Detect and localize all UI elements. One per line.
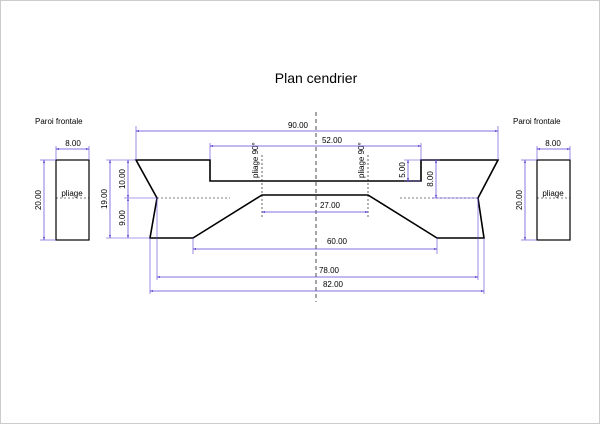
left-panel-rect <box>55 159 90 241</box>
dim-52: 52.00 <box>322 136 343 145</box>
dim-60: 60.00 <box>327 237 348 246</box>
right-front-wall: Paroi frontale pliage 8.00 20.00 <box>513 117 571 241</box>
dim-82: 82.00 <box>323 280 344 289</box>
right-panel-label: Paroi frontale <box>513 117 561 126</box>
drawing-title: Plan cendrier <box>275 70 358 86</box>
fold-label-right: pliage 90° <box>357 142 366 178</box>
left-panel-height-dim: 20.00 <box>34 189 43 210</box>
dim-5: 5.00 <box>398 162 407 178</box>
dim-90: 90.00 <box>288 121 309 130</box>
left-panel-fold-label: pliage <box>61 189 83 198</box>
dim-19: 19.00 <box>100 188 109 209</box>
left-front-wall: Paroi frontale pliage 8.00 20.00 <box>34 117 90 241</box>
right-panel-width-dim: 8.00 <box>545 139 561 148</box>
dim-8: 8.00 <box>426 171 435 187</box>
left-panel-width-dim: 8.00 <box>65 139 81 148</box>
dim-10: 10.00 <box>118 168 127 189</box>
dim-27: 27.00 <box>320 201 341 210</box>
right-panel-fold-label: pliage <box>542 189 564 198</box>
right-panel-rect <box>536 159 571 241</box>
right-panel-height-dim: 20.00 <box>515 189 524 210</box>
fold-label-left: pliage 90° <box>251 142 260 178</box>
main-outline <box>134 159 500 239</box>
dim-9: 9.00 <box>118 210 127 226</box>
dim-78: 78.00 <box>319 266 340 275</box>
left-panel-label: Paroi frontale <box>35 117 83 126</box>
main-plan: pliage 90° pliage 90° 90.00 52.00 27.00 … <box>100 112 500 302</box>
